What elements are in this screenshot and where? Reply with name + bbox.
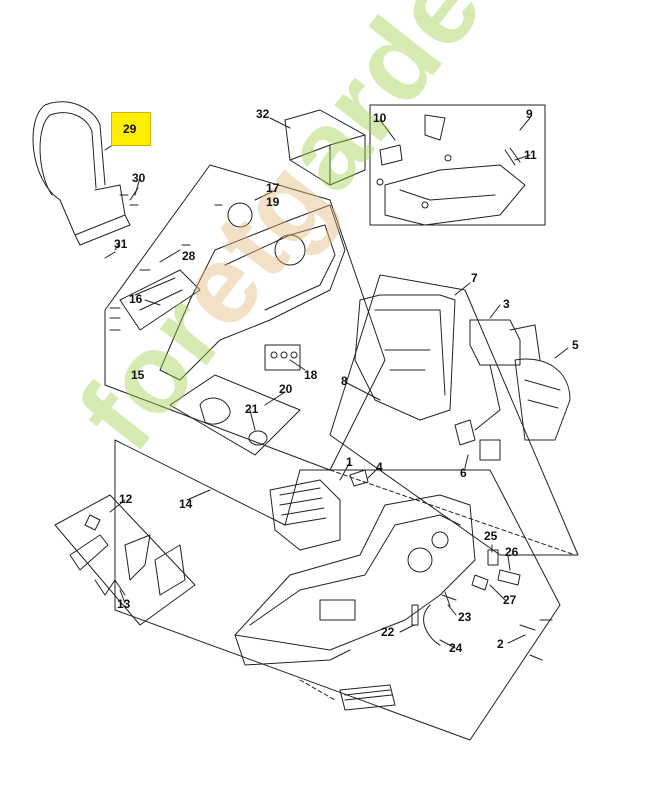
- callout-13[interactable]: 13: [117, 597, 131, 611]
- callout-16[interactable]: 16: [129, 292, 143, 306]
- frame-20: [169, 374, 301, 456]
- part-1-cylinder: [269, 479, 341, 551]
- callout-8[interactable]: 8: [341, 374, 348, 388]
- part-10: [379, 144, 403, 166]
- part-9-shroud: [384, 164, 526, 226]
- part-3-coil: [469, 319, 521, 366]
- part-22: [411, 604, 419, 626]
- frame-12: [54, 494, 196, 626]
- part-4: [349, 469, 369, 487]
- part-6: [454, 419, 476, 446]
- callout-11[interactable]: 11: [524, 148, 537, 162]
- frame-7: [329, 274, 579, 556]
- callout-9[interactable]: 9: [526, 107, 533, 121]
- callout-15[interactable]: 15: [131, 368, 145, 382]
- callout-18[interactable]: 18: [304, 368, 318, 382]
- callout-23[interactable]: 23: [458, 610, 472, 624]
- highlight-box-29: [111, 112, 151, 146]
- callout-5[interactable]: 5: [572, 338, 579, 352]
- part-filter-plate: [339, 684, 396, 711]
- callout-19[interactable]: 19: [266, 195, 280, 209]
- part-23: [441, 591, 457, 607]
- part-crankcase-lower: [234, 494, 476, 651]
- callout-22[interactable]: 22: [381, 625, 395, 639]
- part-13-spring: [94, 579, 126, 596]
- callout-25[interactable]: 25: [484, 529, 498, 543]
- callout-6[interactable]: 6: [460, 466, 467, 480]
- callout-3[interactable]: 3: [503, 297, 510, 311]
- callout-24[interactable]: 24: [449, 641, 463, 655]
- callout-32[interactable]: 32: [256, 107, 270, 121]
- callout-31[interactable]: 31: [114, 237, 128, 251]
- callout-27[interactable]: 27: [503, 593, 517, 607]
- part-2-screws: [519, 619, 553, 661]
- part-27: [471, 574, 489, 591]
- callout-4[interactable]: 4: [376, 460, 383, 474]
- part-29-handle: [32, 101, 106, 201]
- frame-lower: [114, 439, 561, 741]
- part-7-tank: [354, 294, 456, 421]
- callout-28[interactable]: 28: [182, 249, 196, 263]
- part-32-cover: [284, 109, 366, 186]
- callout-7[interactable]: 7: [471, 271, 478, 285]
- callout-29[interactable]: 29: [123, 122, 137, 136]
- part-18-label: [264, 344, 301, 371]
- part-26: [497, 569, 521, 586]
- part-20-pump: [199, 397, 231, 425]
- callout-30[interactable]: 30: [132, 171, 146, 185]
- callout-14[interactable]: 14: [179, 497, 193, 511]
- callout-17[interactable]: 17: [266, 181, 280, 195]
- frame-9: [369, 104, 546, 226]
- callout-10[interactable]: 10: [373, 111, 387, 125]
- part-24-hose: [423, 604, 441, 646]
- callout-20[interactable]: 20: [279, 382, 293, 396]
- callout-12[interactable]: 12: [119, 492, 133, 506]
- part-12-lever: [69, 534, 109, 571]
- part-crankcase: [159, 204, 346, 381]
- callout-1[interactable]: 1: [346, 455, 353, 469]
- callout-26[interactable]: 26: [505, 545, 519, 559]
- callout-2[interactable]: 2: [497, 637, 504, 651]
- part-5-plate: [514, 358, 571, 441]
- part-21-oring: [248, 430, 268, 446]
- part-25: [487, 549, 499, 566]
- callout-21[interactable]: 21: [245, 402, 259, 416]
- frame-15: [104, 164, 386, 471]
